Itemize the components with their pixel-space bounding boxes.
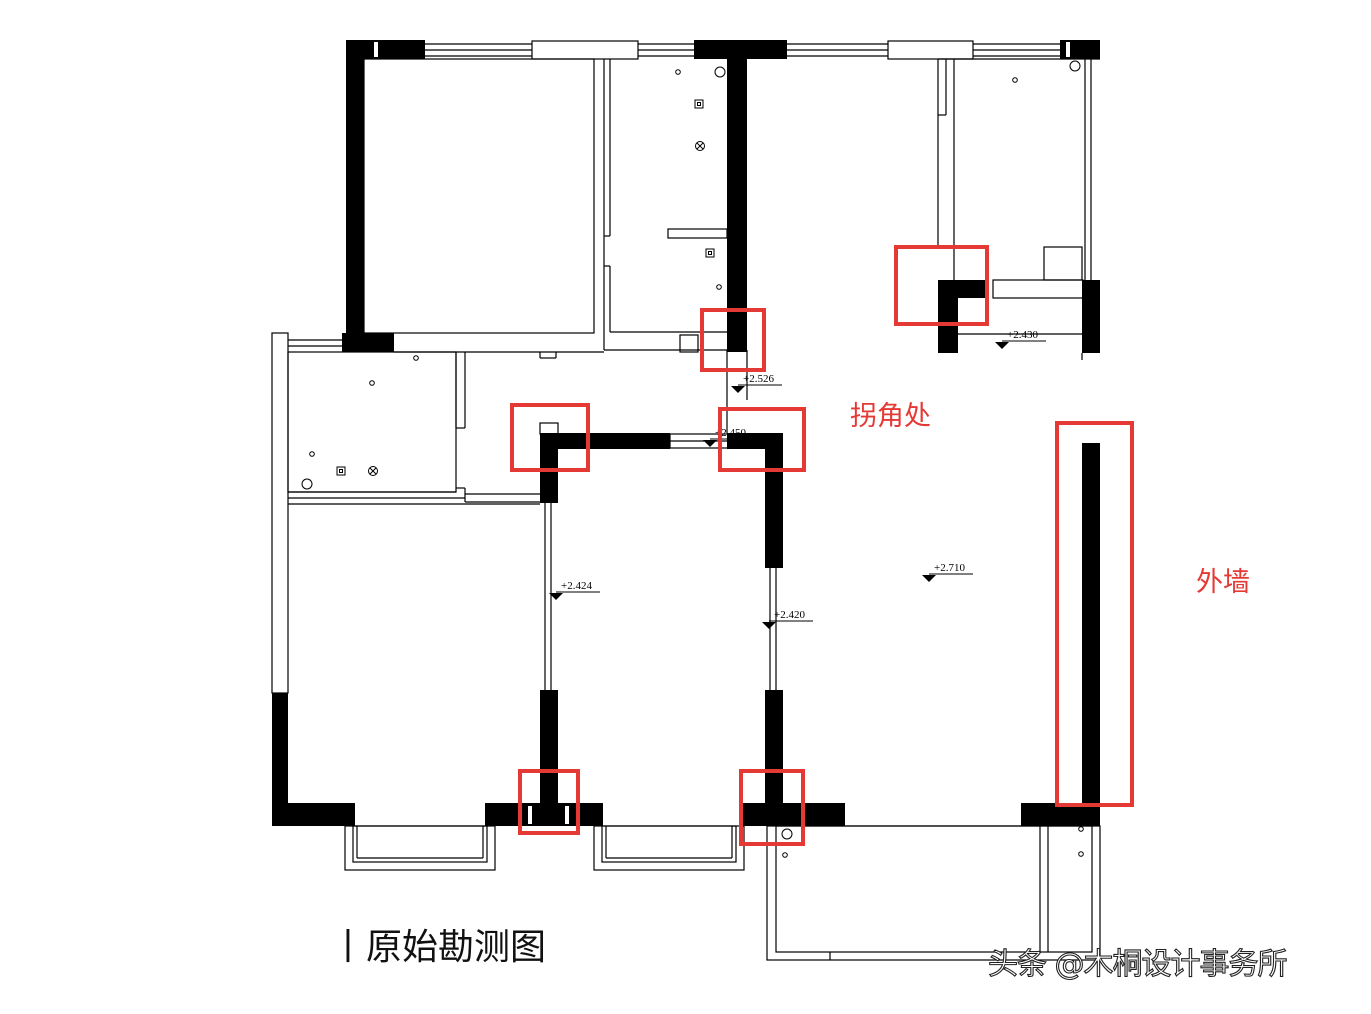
corner-highlight-box xyxy=(700,308,766,372)
corner-annotation: 拐角处 xyxy=(850,401,931,432)
corner-highlight-box xyxy=(894,245,989,326)
elevation-label: +2.526 xyxy=(743,373,774,385)
fixtures xyxy=(301,60,1084,858)
corner-highlight-box xyxy=(518,769,580,835)
highlight-boxes xyxy=(510,245,1134,846)
corner-highlight-box xyxy=(718,407,806,472)
drawing-caption: 丨原始勘测图 xyxy=(330,927,547,968)
elevation-marker: +2.430 xyxy=(995,329,1046,349)
elevation-label: +2.710 xyxy=(934,562,965,574)
exterior-wall-highlight-box xyxy=(1055,421,1134,807)
elevation-label: +2.430 xyxy=(1007,329,1038,341)
elevation-marker: +2.710 xyxy=(922,562,973,582)
exterior-wall-annotation: 外墙 xyxy=(1196,567,1250,598)
elevation-label: +2.450 xyxy=(715,427,746,439)
elevation-marker: +2.424 xyxy=(549,580,600,600)
elevation-marker: +2.450 xyxy=(703,427,754,447)
elevation-markers: +2.430 +2.526 +2.450 +2.710 +2.424 +2.42… xyxy=(549,329,1046,629)
corner-highlight-box xyxy=(739,769,805,846)
elevation-marker: +2.420 xyxy=(762,609,813,629)
elevation-label: +2.420 xyxy=(774,609,805,621)
watermark: 头条 @木桐设计事务所 xyxy=(987,947,1288,982)
corner-highlight-box xyxy=(510,403,590,472)
thin-lines xyxy=(271,40,1101,961)
wall-slits xyxy=(374,42,1070,824)
walls xyxy=(272,40,1100,826)
elevation-label: +2.424 xyxy=(561,580,592,592)
elevation-marker: +2.526 xyxy=(731,373,782,393)
